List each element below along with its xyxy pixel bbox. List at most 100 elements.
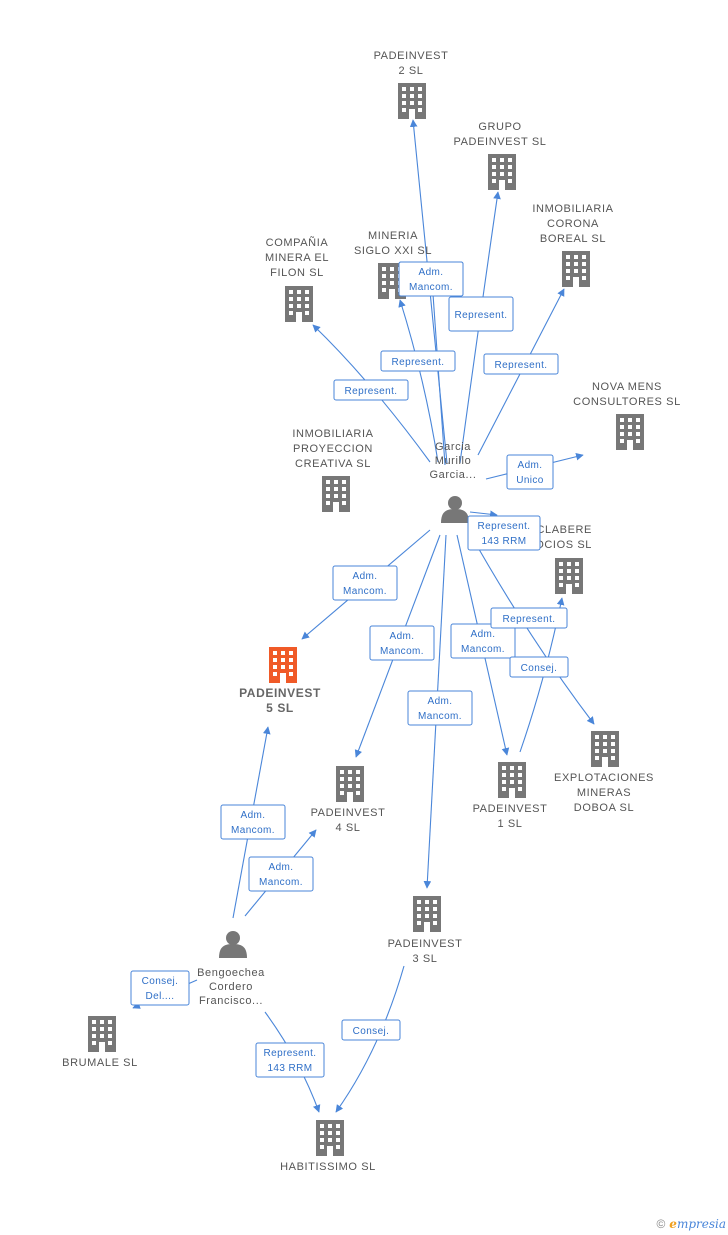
company-name: 4 SL [335,822,360,834]
company-name: COMPAÑIA [266,236,329,249]
person-name: Bengoechea [197,967,265,979]
building-icon [336,766,364,802]
relation-label-r18[interactable]: Represent. 143 RRM [255,1042,325,1078]
relation-label-r7[interactable]: Represent. [333,379,409,401]
company-node-proyeccion[interactable]: INMOBILIARIA PROYECCION CREATIVA SL [292,428,373,512]
company-name: 3 SL [412,953,437,965]
relation-label-text: Adm. [353,571,378,582]
company-name: MINERIA [368,230,418,242]
company-name: BRUMALE SL [62,1057,138,1069]
company-name: CORONA [547,218,599,230]
company-name: EXPLOTACIONES [554,772,654,784]
company-name: CREATIVA SL [295,458,371,470]
building-icon [616,414,644,450]
company-name: INMOBILIARIA [292,428,373,440]
relation-label-r8[interactable]: Represent.143 RRM [467,515,541,551]
relation-label-text: Mancom. [231,825,275,836]
company-name: CLABERE [536,524,592,536]
relation-label-text: Consej. [353,1026,390,1037]
relation-label-r9[interactable]: Adm. Mancom. [332,565,398,601]
relation-label-r17[interactable]: Consej.Del.... [130,970,190,1006]
person-node-garcia[interactable]: GarciaMurilloGarcia... [430,441,477,523]
relation-label-r10[interactable]: Adm. Mancom. [369,625,435,661]
company-name: BOREAL SL [540,233,606,245]
company-node-corona[interactable]: INMOBILIARIA CORONA BOREAL SL [532,203,613,287]
relation-label-text: Mancom. [418,711,462,722]
relation-label-text: Represent. [264,1048,317,1059]
relation-label-text: Del.... [146,991,175,1002]
edge-r19 [335,965,405,1113]
company-name: MINERAS [577,787,631,799]
person-name: Cordero [209,981,253,993]
edge-r8 [469,510,498,519]
relation-label-text: Adm. [390,631,415,642]
company-name: NOVA MENS [592,381,662,393]
relation-label-text: Consej. [521,663,558,674]
relation-label-text: Unico [516,475,544,486]
relation-label-text: Represent. [392,357,445,368]
company-name: PROYECCION [293,443,373,455]
company-node-nova[interactable]: NOVA MENS CONSULTORES SL [573,381,681,450]
footer-brand: ©empresia [656,1217,726,1231]
company-node-minera[interactable]: MINERIA SIGLO XXI SL [354,230,432,299]
company-name: 1 SL [497,818,522,830]
company-node-brumale[interactable]: BRUMALE SL [62,1016,138,1069]
person-name: Garcia [435,441,471,453]
relation-label-text: Mancom. [343,586,387,597]
relation-label-r4[interactable]: Represent. [448,296,514,332]
company-name: CONSULTORES SL [573,396,681,408]
relation-label-r14[interactable]: Adm. Mancom. [407,690,473,726]
company-name: PADEINVEST [239,686,321,700]
person-node-bengoechea[interactable]: BengoecheaCorderoFrancisco... [197,931,265,1007]
building-icon [269,647,297,683]
company-name: PADEINVEST SL [454,136,547,148]
company-name: PADEINVEST [311,807,386,819]
relation-label-text: Mancom. [409,282,453,293]
company-name: PADEINVEST [473,803,548,815]
company-name: SIGLO XXI SL [354,245,432,257]
relation-label-r5[interactable]: Represent. [483,353,559,375]
company-node-pad3[interactable]: PADEINVEST 3 SL [388,896,463,965]
company-node-pad4[interactable]: PADEINVEST 4 SL [311,766,386,834]
relation-label-text: Represent. [495,360,548,371]
building-icon [88,1016,116,1052]
relation-label-r13[interactable]: Consej. [509,656,569,678]
relation-label-text: Adm. [241,810,266,821]
person-name: Francisco... [199,995,263,1007]
relation-label-r2[interactable]: Adm.Mancom. [398,261,464,297]
relation-label-r19[interactable]: Consej. [341,1019,401,1041]
relation-label-text: Adm. [471,629,496,640]
company-node-pad1[interactable]: PADEINVEST 1 SL [473,762,548,830]
relation-label-r16[interactable]: Adm.Mancom. [248,856,314,892]
relation-label-text: 143 RRM [267,1063,312,1074]
company-name: PADEINVEST [374,50,449,62]
company-name: INMOBILIARIA [532,203,613,215]
company-name: 2 SL [398,65,423,77]
relation-label-r3[interactable]: Represent. [380,350,456,372]
relation-label-text: Mancom. [259,877,303,888]
relation-label-text: Adm. [518,460,543,471]
building-icon [498,762,526,798]
relation-label-r11[interactable]: Adm.Mancom. [450,623,516,659]
building-icon [555,558,583,594]
relation-label-text: Mancom. [380,646,424,657]
edge-labels-layer: Adm. Mancom. Adm. Mancom. Represent. Represen… [130,261,569,1078]
company-name: PADEINVEST [388,938,463,950]
relation-label-r12[interactable]: Represent. [490,607,568,629]
company-node-pad2[interactable]: PADEINVEST 2 SL [374,50,449,119]
person-name: Garcia... [430,469,477,481]
empresia-logo[interactable]: empresia [669,1217,726,1231]
company-name: HABITISSIMO SL [280,1161,376,1173]
building-icon [285,286,313,322]
relation-label-text: Adm. [428,696,453,707]
company-node-habitissimo[interactable]: HABITISSIMO SL [280,1120,376,1173]
relation-label-r6[interactable]: Adm. Unico [506,454,554,490]
relation-label-r15[interactable]: Adm. Mancom. [220,804,286,840]
relation-label-text: Represent. [478,521,531,532]
relation-label-text: Represent. [455,310,508,321]
